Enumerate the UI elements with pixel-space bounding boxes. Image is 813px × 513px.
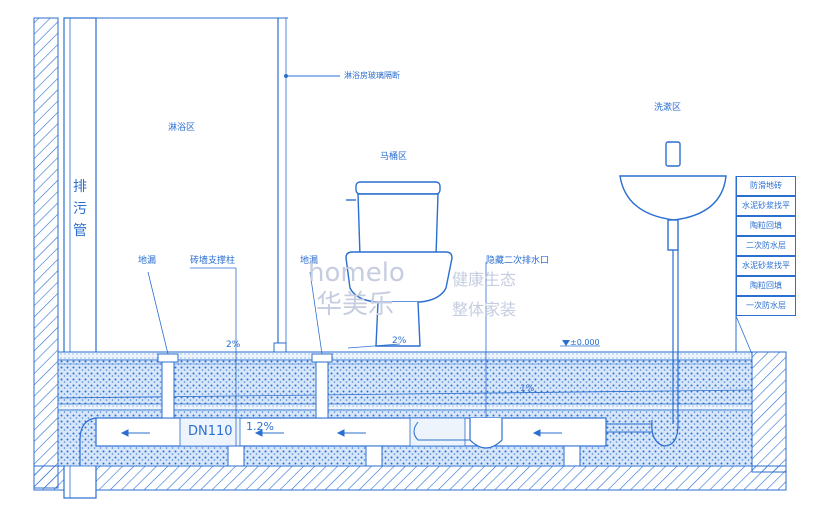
mid-slope-label: 1%	[520, 384, 535, 394]
elevation-label: ±0.000	[570, 338, 600, 347]
legend-item: 防滑地砖	[736, 176, 796, 196]
shower-slope-label: 2%	[226, 340, 241, 350]
legend-item: 一次防水层	[736, 296, 796, 316]
watermark-latin: homelo	[308, 258, 405, 288]
floor-slab	[33, 465, 787, 491]
shower-area-label: 淋浴区	[168, 123, 196, 133]
legend-item: 陶粒回填	[736, 276, 796, 296]
floor-drain-2	[311, 353, 333, 363]
watermark-cn-top: 健康生态	[452, 270, 517, 289]
flow-arrows	[120, 429, 562, 437]
floor-drain-2-label: 地漏	[300, 256, 319, 266]
toilet-area-label: 马桶区	[380, 152, 408, 162]
toilet	[345, 181, 453, 347]
floor-drain-1	[157, 353, 179, 363]
basin-trap	[651, 419, 679, 447]
pipe-size-label: DN110	[188, 424, 233, 439]
hidden-drain-trap	[469, 418, 503, 449]
right-wall	[751, 351, 787, 473]
wash-basin	[619, 141, 727, 424]
horizontal-waste-pipe	[95, 417, 607, 447]
support-pillar-label: 砖墙支撑柱	[190, 256, 236, 266]
toilet-slope-label: 2%	[392, 336, 407, 346]
floor-drain-1-label: 地漏	[138, 256, 157, 266]
support-pillar	[227, 445, 245, 467]
pipe-slope-label: 1.2%	[246, 420, 274, 433]
watermark-cn-bottom: 整体家装	[452, 300, 517, 319]
drain-pipe-label: 排污管	[73, 179, 87, 239]
legend-item: 二次防水层	[736, 236, 796, 256]
left-wall	[33, 17, 59, 489]
legend-item: 陶粒回填	[736, 216, 796, 236]
hidden-drain-label: 隐藏二次排水口	[486, 256, 550, 266]
legend-item: 水泥砂浆找平	[736, 256, 796, 276]
shower-screen-label: 淋浴房玻璃隔断	[344, 71, 400, 80]
legend-item: 水泥砂浆找平	[736, 196, 796, 216]
watermark-cn-large: 华美乐	[316, 290, 395, 320]
wash-area-label: 洗漱区	[654, 103, 682, 113]
